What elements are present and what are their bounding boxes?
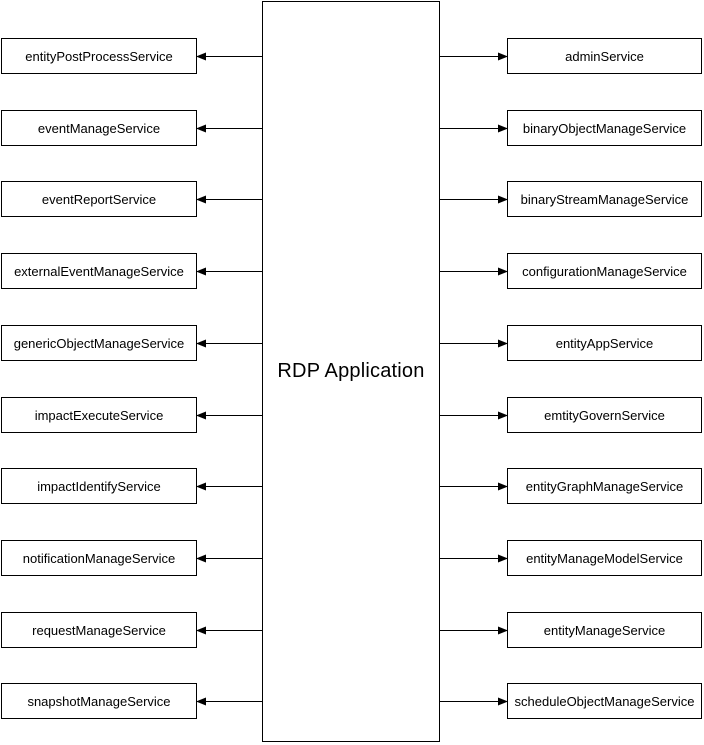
right-service-box: scheduleObjectManageService	[507, 683, 702, 719]
left-service-box: entityPostProcessService	[1, 38, 197, 74]
right-service-box: adminService	[507, 38, 702, 74]
right-service-label: adminService	[565, 48, 644, 64]
left-service-label: requestManageService	[32, 622, 166, 638]
rdp-application-title: RDP Application	[277, 360, 425, 382]
left-service-box: externalEventManageService	[1, 253, 197, 289]
right-service-label: scheduleObjectManageService	[514, 693, 695, 709]
right-service-label: entityAppService	[555, 335, 654, 351]
left-service-box: snapshotManageService	[1, 683, 197, 719]
right-service-box: binaryObjectManageService	[507, 110, 702, 146]
left-service-label: entityPostProcessService	[25, 48, 173, 64]
left-service-label: notificationManageService	[22, 550, 176, 566]
left-service-box: impactExecuteService	[1, 397, 197, 433]
right-service-label: entityManageModelService	[526, 550, 683, 566]
right-service-box: emtityGovernService	[507, 397, 702, 433]
left-service-label: externalEventManageService	[14, 263, 184, 279]
left-service-label: impactIdentifyService	[37, 478, 161, 494]
right-service-label: binaryObjectManageService	[522, 120, 687, 136]
left-service-label: genericObjectManageService	[13, 335, 185, 351]
rdp-application-box: RDP Application	[262, 1, 440, 742]
right-service-label: entityManageService	[543, 622, 666, 638]
right-service-label: binaryStreamManageService	[520, 191, 689, 207]
right-service-box: entityManageService	[507, 612, 702, 648]
left-service-box: eventReportService	[1, 181, 197, 217]
right-service-box: binaryStreamManageService	[507, 181, 702, 217]
left-service-label: snapshotManageService	[27, 693, 171, 709]
right-service-label: entityGraphManageService	[525, 478, 684, 494]
left-service-box: eventManageService	[1, 110, 197, 146]
left-service-box: genericObjectManageService	[1, 325, 197, 361]
right-service-box: entityManageModelService	[507, 540, 702, 576]
right-service-box: entityAppService	[507, 325, 702, 361]
right-service-box: configurationManageService	[507, 253, 702, 289]
right-service-label: configurationManageService	[522, 263, 687, 279]
left-service-box: impactIdentifyService	[1, 468, 197, 504]
left-service-box: notificationManageService	[1, 540, 197, 576]
left-service-label: eventReportService	[41, 191, 157, 207]
left-service-label: eventManageService	[37, 120, 161, 136]
right-service-label: emtityGovernService	[544, 407, 665, 423]
left-service-box: requestManageService	[1, 612, 197, 648]
left-service-label: impactExecuteService	[34, 407, 164, 423]
right-service-box: entityGraphManageService	[507, 468, 702, 504]
